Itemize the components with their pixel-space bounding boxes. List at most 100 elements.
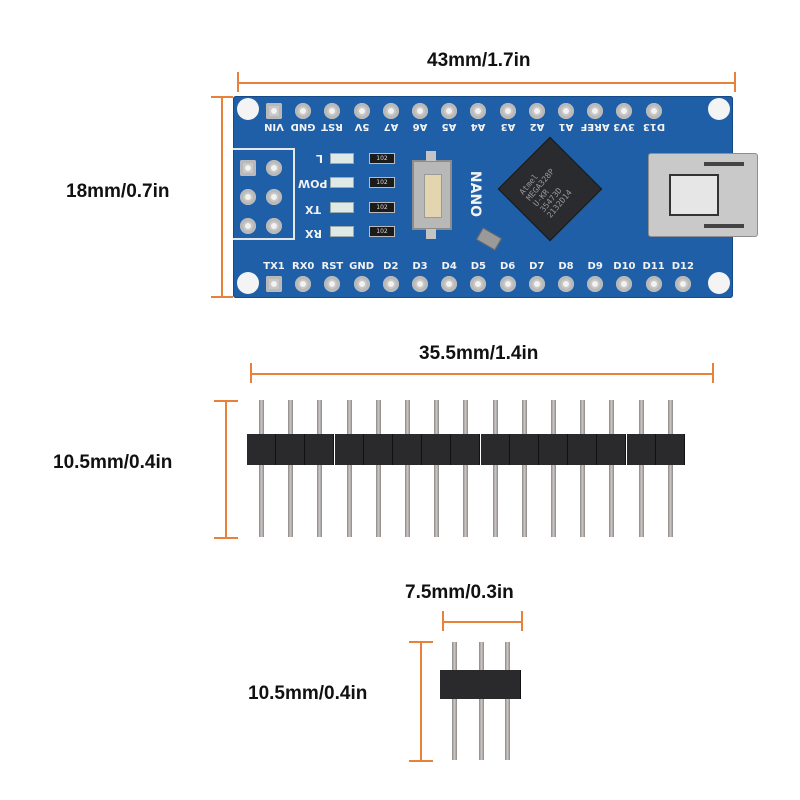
header-pin: [551, 400, 556, 537]
header-pin: [376, 400, 381, 537]
pin-pad: [354, 103, 370, 119]
pin-pad: [529, 276, 545, 292]
header-segment: [305, 434, 334, 465]
header-segment: [597, 434, 626, 465]
header-pin: [609, 400, 614, 537]
pin-label: D13: [637, 121, 671, 132]
short-header-length-tick-left: [442, 611, 444, 631]
header-pin: [317, 400, 322, 537]
header-pin: [434, 400, 439, 537]
pin-pad: [500, 276, 516, 292]
pin-pad: [529, 103, 545, 119]
mounting-hole: [708, 272, 730, 294]
pin-pad: [646, 103, 662, 119]
led-label: L: [316, 152, 323, 165]
board-length-tick-left: [237, 72, 239, 92]
resistor: 102: [369, 177, 395, 188]
long-header-length-line: [251, 373, 713, 375]
long-header-height-tick-bottom: [214, 537, 238, 539]
header-segment: [393, 434, 422, 465]
mini-usb-port: [648, 153, 758, 237]
header-pin: [347, 400, 352, 537]
long-header-height-line: [225, 400, 227, 538]
board-length-line: [238, 82, 735, 84]
pin-pad: [412, 103, 428, 119]
pin-pad: [646, 276, 662, 292]
long-header-length-label: 35.5mm/1.4in: [419, 343, 538, 365]
icsp-pad: [266, 160, 282, 176]
led-pow: [330, 177, 354, 188]
board-width-tick-bottom: [211, 296, 233, 298]
icsp-pad: [266, 189, 282, 205]
header-pin: [668, 400, 673, 537]
led-label: TX: [305, 203, 321, 216]
reset-button: [412, 160, 452, 230]
icsp-pad: [240, 160, 256, 176]
header-segment: [568, 434, 597, 465]
header-segment: [481, 434, 510, 465]
header-segment: [440, 670, 468, 699]
mounting-hole: [237, 98, 259, 120]
header-segment: [656, 434, 685, 465]
header-pin: [288, 400, 293, 537]
header-pin: [505, 642, 510, 760]
icsp-pad: [240, 189, 256, 205]
pin-pad: [412, 276, 428, 292]
header-pin: [580, 400, 585, 537]
long-header-height-tick-top: [214, 400, 238, 402]
led-l: [330, 153, 354, 164]
header-segment: [276, 434, 305, 465]
resistor: 102: [369, 226, 395, 237]
header-segment: [467, 670, 495, 699]
pin-pad: [500, 103, 516, 119]
header-pin: [259, 400, 264, 537]
icsp-pad: [240, 218, 256, 234]
header-segment: [493, 670, 521, 699]
header-pin: [463, 400, 468, 537]
pin-pad: [266, 276, 282, 292]
header-segment: [451, 434, 480, 465]
header-segment: [539, 434, 568, 465]
pin-pad: [558, 276, 574, 292]
icsp-pad: [266, 218, 282, 234]
pin-pad: [675, 276, 691, 292]
header-pin: [452, 642, 457, 760]
pin-pad: [558, 103, 574, 119]
header-segment: [422, 434, 451, 465]
short-header-height-tick-bottom: [409, 760, 433, 762]
pin-pad: [354, 276, 370, 292]
board-width-tick-top: [211, 96, 233, 98]
header-segment: [364, 434, 393, 465]
led-tx: [330, 202, 354, 213]
short-header-height-line: [420, 641, 422, 761]
board-width-label: 18mm/0.7in: [66, 181, 170, 203]
short-header-height-tick-top: [409, 641, 433, 643]
header-segment: [247, 434, 276, 465]
header-pin: [639, 400, 644, 537]
mounting-hole: [708, 98, 730, 120]
pin-pad: [383, 276, 399, 292]
header-pin: [522, 400, 527, 537]
pin-pad: [266, 103, 282, 119]
led-label: RX: [305, 227, 322, 240]
header-pin: [479, 642, 484, 760]
header-segment: [510, 434, 539, 465]
led-label: POW: [298, 177, 328, 190]
header-pin: [493, 400, 498, 537]
pin-pad: [383, 103, 399, 119]
board-width-line: [221, 96, 223, 297]
header-segment: [627, 434, 656, 465]
long-header-length-tick-left: [250, 363, 252, 383]
short-header-length-line: [443, 621, 522, 623]
led-rx: [330, 226, 354, 237]
long-header-length-tick-right: [712, 363, 714, 383]
long-header-height-label: 10.5mm/0.4in: [53, 452, 172, 474]
pin-label: D12: [666, 261, 700, 272]
mounting-hole: [237, 272, 259, 294]
board-length-tick-right: [734, 72, 736, 92]
short-header-length-label: 7.5mm/0.3in: [405, 582, 514, 604]
resistor: 102: [369, 202, 395, 213]
short-header-length-tick-right: [521, 611, 523, 631]
header-segment: [335, 434, 364, 465]
board-length-label: 43mm/1.7in: [427, 50, 531, 72]
